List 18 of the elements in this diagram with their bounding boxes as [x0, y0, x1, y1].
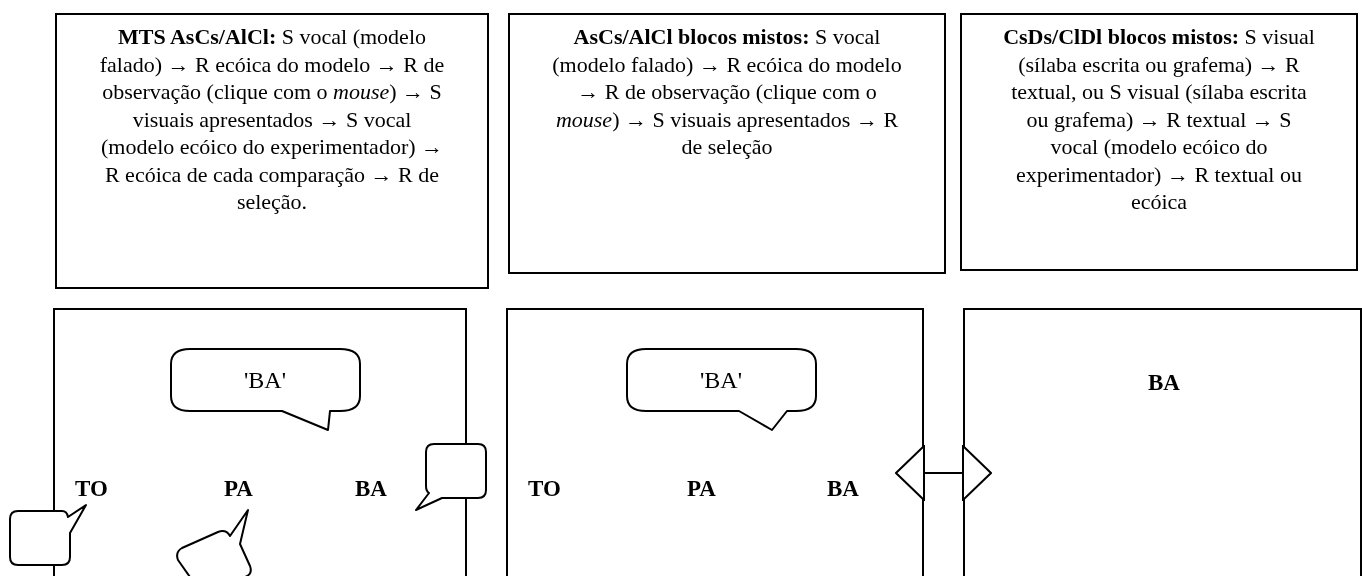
speech-bubble: 'BA' — [170, 348, 362, 432]
syllable-text: TO — [75, 476, 108, 502]
syllable-text: PA — [687, 476, 716, 502]
screen-panel — [963, 308, 1362, 576]
speech-bubble — [414, 442, 488, 512]
screen-panel — [53, 308, 467, 576]
speech-bubble: 'BA' — [626, 348, 818, 432]
syllable-text: BA — [827, 476, 859, 502]
description-box: AsCs/AlCl blocos mistos: S vocal (modelo falado) → R ecóica do modelo → R de observação (clique com o mouse) → S visuais apresentados → R de seleção — [508, 13, 946, 274]
syllable-text: PA — [224, 476, 253, 502]
description-box: CsDs/ClDl blocos mistos: S visual (sílaba escrita ou grafema) → R textual, ou S visual (sílaba escrita ou grafema) → R textual → S vocal (modelo ecóico do experimentador) → R textual ou ecóica — [960, 13, 1358, 271]
description-box: MTS AsCs/AlCl: S vocal (modelo falado) → R ecóica do modelo → R de observação (clique com o mouse) → S visuais apresentados → S vocal (modelo ecóico do experimentador) → R ecóica de cada comparação → R de seleção. — [55, 13, 489, 289]
screen-panel — [506, 308, 924, 576]
double-arrow — [895, 445, 992, 501]
syllable-text: BA — [1148, 370, 1180, 396]
syllable-text: TO — [528, 476, 561, 502]
syllable-text: BA — [355, 476, 387, 502]
speech-bubble — [8, 503, 88, 567]
